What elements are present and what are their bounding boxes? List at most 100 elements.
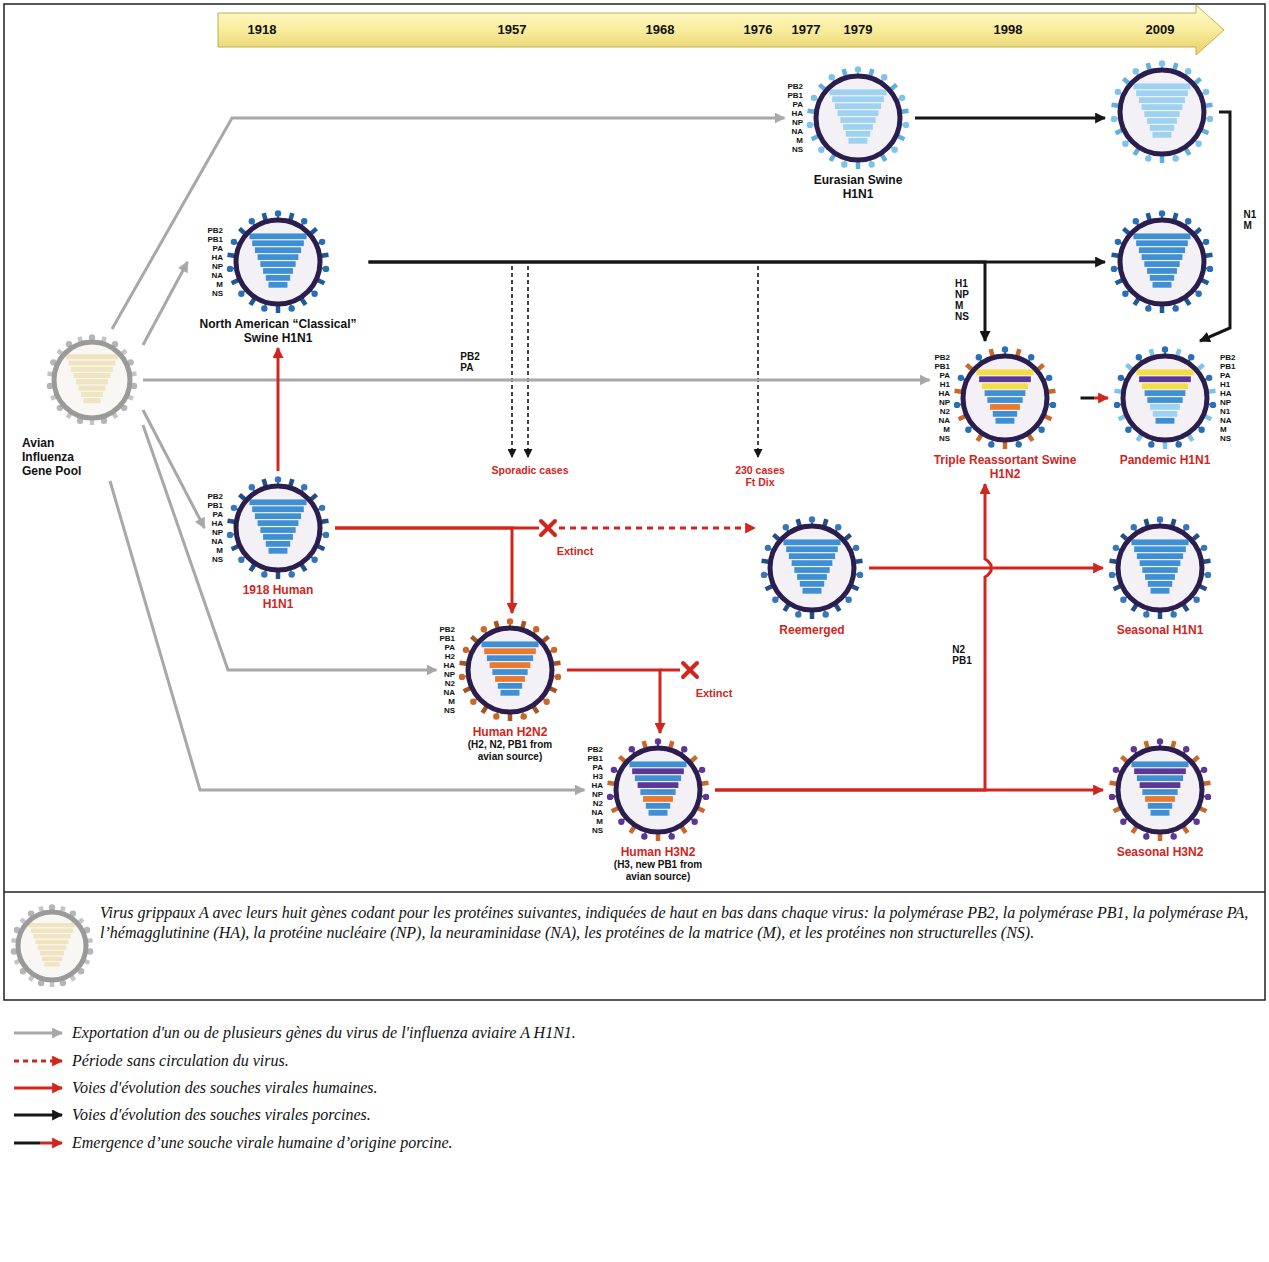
virus-interior [236, 486, 320, 570]
gene-segment [635, 775, 681, 781]
surface-spike [1195, 229, 1200, 234]
surface-spike [1146, 741, 1148, 748]
spike-head [976, 354, 982, 360]
surface-spike [784, 605, 788, 611]
surface-spike [460, 660, 467, 665]
surface-spike [1112, 102, 1119, 107]
surface-spike [79, 337, 80, 342]
spike-head [1170, 611, 1176, 617]
case-note: 230 cases Ft Dix [729, 464, 791, 488]
spike-head [1122, 141, 1128, 147]
surface-spike [682, 827, 686, 833]
spike-head [1145, 155, 1151, 161]
virus-parts [1109, 516, 1211, 619]
virus-particle [44, 332, 140, 428]
spike-head [618, 819, 624, 825]
spike-head [1207, 266, 1213, 272]
virus-interior [468, 628, 552, 712]
surface-spike [239, 229, 244, 234]
legend-sample-line [14, 1032, 62, 1035]
surface-spike [1116, 130, 1122, 133]
virus-interior [18, 912, 86, 980]
surface-spike [228, 518, 235, 523]
surface-spike [1123, 79, 1128, 84]
human-lineage-arrow [715, 484, 991, 790]
spike-head [1205, 572, 1211, 578]
surface-spike [264, 479, 266, 486]
surface-spike [464, 688, 470, 691]
strain-name: Human H3N2 [621, 845, 696, 859]
spike-head [1115, 89, 1121, 95]
spike-head [311, 291, 317, 297]
gene-list: PB2 PB1 PA H1 HA NP N1 NA M NS [1220, 353, 1236, 443]
gene-segment [1147, 118, 1177, 124]
legend-virus-icon [8, 902, 96, 990]
virus-strain: PB2 PB1 PA HA NP NA M NSNorth American “… [188, 205, 369, 348]
strain-name: Seasonal H3N2 [1117, 845, 1204, 859]
spike-head [1115, 239, 1121, 245]
gene-segment [982, 383, 1028, 389]
virus-parts [1111, 60, 1213, 163]
surface-spike [68, 414, 71, 418]
spike-head [493, 713, 499, 719]
surface-spike [302, 565, 306, 571]
surface-spike [103, 337, 104, 342]
legend-text: Voies d'évolution des souches virales hu… [72, 1079, 378, 1096]
surface-spike [856, 162, 861, 169]
legend-entry: Période sans circulation du virus. [72, 1051, 289, 1071]
gene-segment [252, 506, 304, 512]
gene-segment [1148, 803, 1172, 809]
spike-head [1157, 516, 1163, 522]
gene-segment [40, 951, 64, 955]
gene-export-arrow [143, 379, 930, 382]
gene-segment [1147, 397, 1182, 403]
surface-spike [1186, 149, 1190, 155]
gene-segment [987, 397, 1022, 403]
extinction-mark [683, 663, 697, 677]
human-lineage-arrow [335, 528, 512, 613]
surface-spike [1017, 349, 1019, 356]
gene-segment [1153, 411, 1177, 417]
gene-list: PB2 PB1 PA H3 HA NP N2 NA M NS [587, 745, 603, 835]
legend-text: Exportation d'un ou de plusieurs gènes d… [72, 1024, 576, 1041]
human-lineage-arrow [277, 348, 280, 471]
spike-head [655, 738, 661, 744]
legend-entry: Voies d'évolution des souches virales hu… [72, 1078, 378, 1098]
spike-head [249, 484, 255, 490]
surface-spike [88, 938, 93, 943]
surface-spike [870, 69, 872, 76]
gene-segment-label: H1 NP M NS [954, 277, 970, 323]
gene-segment [260, 261, 295, 267]
surface-spike [830, 155, 834, 161]
spike-head [809, 516, 815, 522]
gene-segment [1137, 553, 1183, 559]
virus-envelope [616, 748, 700, 832]
gene-segment [800, 581, 824, 587]
surface-spike [1114, 586, 1120, 589]
surface-spike [1029, 435, 1033, 441]
legend-sample-line [14, 1060, 62, 1063]
strain-note: (H3, new PB1 from avian source) [611, 859, 706, 883]
spike-head [1114, 402, 1120, 408]
gene-segment [1142, 104, 1183, 110]
surface-spike [232, 546, 238, 549]
spike-head [1131, 524, 1137, 530]
spike-head [288, 305, 294, 311]
gene-segment [1142, 789, 1177, 795]
spike-head [1172, 305, 1178, 311]
spike-head [249, 218, 255, 224]
gene-segment [501, 690, 520, 696]
surface-spike [1198, 365, 1203, 370]
gene-segment [797, 574, 827, 580]
gene-segment [638, 782, 679, 788]
gene-segment [1151, 810, 1170, 816]
extinction-stub [660, 669, 680, 672]
spike-head [822, 611, 828, 617]
surface-spike [882, 155, 886, 161]
spike-head [668, 833, 674, 839]
gene-segment [840, 117, 875, 123]
virus-interior [54, 342, 130, 418]
virus-interior [1120, 220, 1204, 304]
gene-segment [1142, 254, 1183, 260]
spike-head [1172, 155, 1178, 161]
